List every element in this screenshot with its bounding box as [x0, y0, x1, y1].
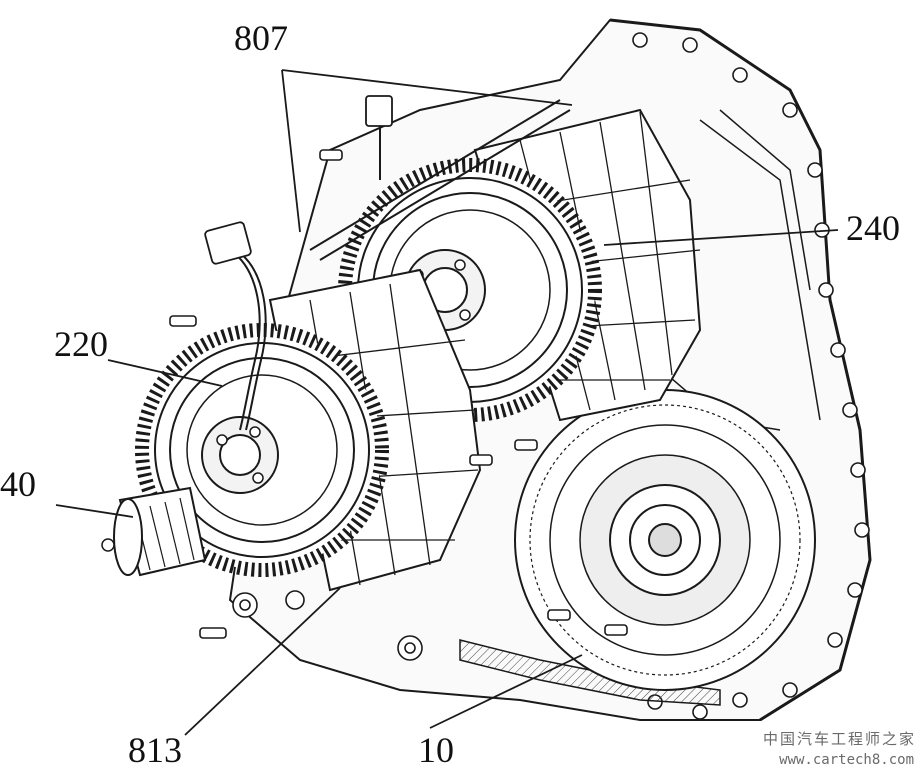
label-813: 813 — [128, 730, 182, 770]
filter-canister — [101, 486, 207, 577]
output-ring-gear — [514, 389, 816, 691]
flange-bolts — [632, 32, 870, 720]
watermark-site-name: 中国汽车工程师之家 — [762, 730, 916, 748]
connector-blocks — [204, 95, 393, 265]
label-240: 240 — [846, 208, 900, 248]
cable-harness — [229, 99, 571, 431]
leader-10 — [429, 654, 583, 729]
leader-40 — [55, 504, 134, 518]
leader-lines — [55, 69, 839, 736]
label-10: 10 — [418, 730, 454, 770]
watermark-url: www.cartech8.com — [779, 752, 914, 768]
label-220: 220 — [54, 324, 108, 364]
mounting-studs — [169, 149, 628, 661]
leader-220 — [107, 359, 223, 387]
label-40: 40 — [0, 464, 36, 504]
leader-807-a — [281, 69, 301, 233]
label-807: 807 — [234, 18, 288, 58]
leader-813 — [184, 587, 341, 736]
front-motor-winding — [135, 323, 389, 577]
leader-240 — [603, 229, 839, 246]
leader-807-b — [281, 69, 573, 106]
